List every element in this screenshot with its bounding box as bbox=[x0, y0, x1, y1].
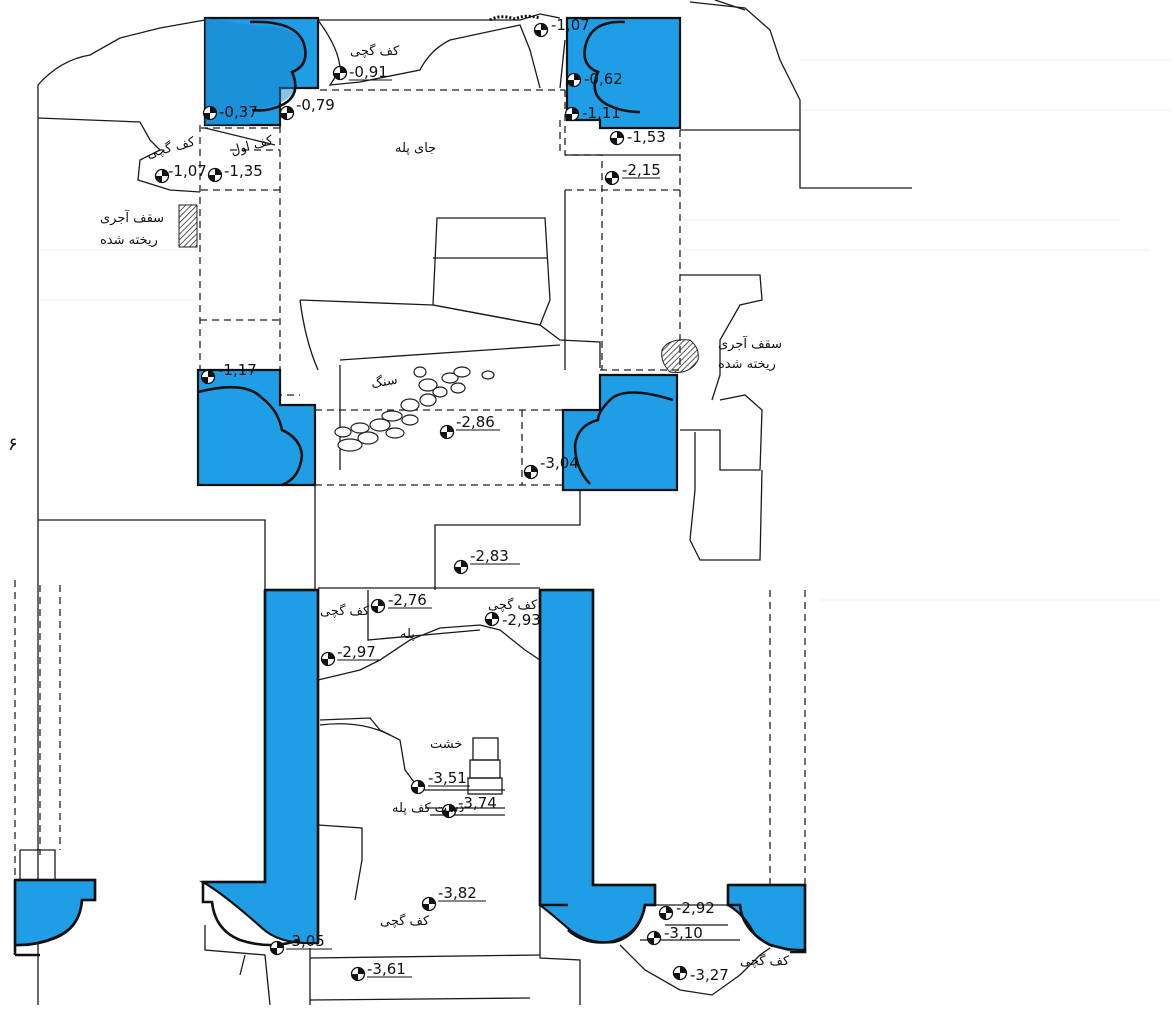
level-l10: -2,15 bbox=[622, 161, 661, 179]
label-jay-pele: جای پله bbox=[395, 141, 436, 156]
label-rikhte-shode-right: ریخته شده bbox=[718, 357, 776, 372]
level-l19: -3,74 bbox=[458, 794, 497, 812]
label-saqf-ajori-right: سقف آجری bbox=[718, 335, 782, 352]
pier-mid-right bbox=[561, 373, 679, 492]
label-dast-kaf-pele: دست کف پله bbox=[392, 801, 464, 816]
level-l9: -1,35 bbox=[224, 162, 263, 180]
level-l23: -3,05 bbox=[286, 932, 325, 950]
scan-texture bbox=[40, 59, 1170, 601]
level-l7: -1,53 bbox=[627, 128, 666, 146]
level-l11: -1,17 bbox=[218, 361, 257, 379]
lower-dashed-lines bbox=[14, 580, 806, 885]
label-kaf-gachi-top: کف گچی bbox=[350, 43, 400, 59]
pier-mid-left bbox=[196, 368, 317, 487]
text-labels: کف گچی جای پله کف اول کف گچی سقف آجری ری… bbox=[8, 43, 790, 969]
level-l15: -2,76 bbox=[388, 591, 427, 609]
level-l2: -0,91 bbox=[349, 63, 388, 81]
label-saqf-ajori: سقف آجری bbox=[100, 209, 164, 226]
pier-top-right bbox=[565, 16, 682, 130]
pier-lower-far-left bbox=[13, 849, 97, 957]
label-rikhte-shode: ریخته شده bbox=[100, 233, 158, 248]
level-l6: -1,11 bbox=[582, 104, 621, 122]
level-l18: -3,51 bbox=[428, 769, 467, 787]
level-l17: -2,97 bbox=[337, 643, 376, 661]
label-kaf-gachi-mid: کف گچی bbox=[320, 603, 370, 619]
middle-chamber bbox=[315, 365, 565, 486]
brick-ceiling-block-right bbox=[661, 339, 699, 373]
level-l25: -3,27 bbox=[690, 966, 729, 984]
pier-lower-far-right bbox=[726, 883, 807, 954]
label-side-mark: ۶ bbox=[8, 434, 18, 455]
level-l16: -2,93 bbox=[502, 611, 541, 629]
label-khesht: خشت bbox=[430, 737, 462, 752]
level-underlines bbox=[286, 79, 660, 978]
pier-top-left bbox=[203, 16, 320, 127]
level-l8: -1,07 bbox=[168, 162, 207, 180]
level-readings: -1,07 -0,91 -0,62 -0,37 -0,79 -1,11 -1,5… bbox=[168, 16, 729, 984]
label-sang: سنگ bbox=[370, 372, 399, 392]
level-l20: -3,82 bbox=[438, 884, 477, 902]
label-kaf-gachi-left: کف گچی bbox=[145, 133, 197, 161]
level-l3: -0,62 bbox=[584, 70, 623, 88]
pier-lower-left bbox=[198, 588, 320, 947]
level-l24: -3,61 bbox=[367, 960, 406, 978]
label-pele-mid: پله bbox=[400, 627, 415, 642]
label-kaf-avval: کف اول bbox=[229, 133, 275, 159]
level-l1: -1,07 bbox=[551, 16, 590, 34]
level-l21: -2,92 bbox=[676, 899, 715, 917]
level-l5: -0,79 bbox=[296, 96, 335, 114]
level-l14: -2,83 bbox=[470, 547, 509, 565]
label-kaf-gachi-bottom-right: کف گچی bbox=[740, 953, 790, 969]
pier-lower-right bbox=[538, 588, 657, 944]
outer-outlines bbox=[37, 0, 912, 1005]
level-l12: -2,86 bbox=[456, 413, 495, 431]
brick-ceiling-block-left bbox=[178, 204, 198, 248]
level-l13: -3,04 bbox=[540, 454, 579, 472]
label-kaf-gachi-mid-right: کف گچی bbox=[488, 597, 538, 613]
level-l4: -0,37 bbox=[219, 103, 258, 121]
label-kaf-gachi-bottom: کف گچی bbox=[380, 913, 430, 929]
level-l22: -3,10 bbox=[664, 924, 703, 942]
